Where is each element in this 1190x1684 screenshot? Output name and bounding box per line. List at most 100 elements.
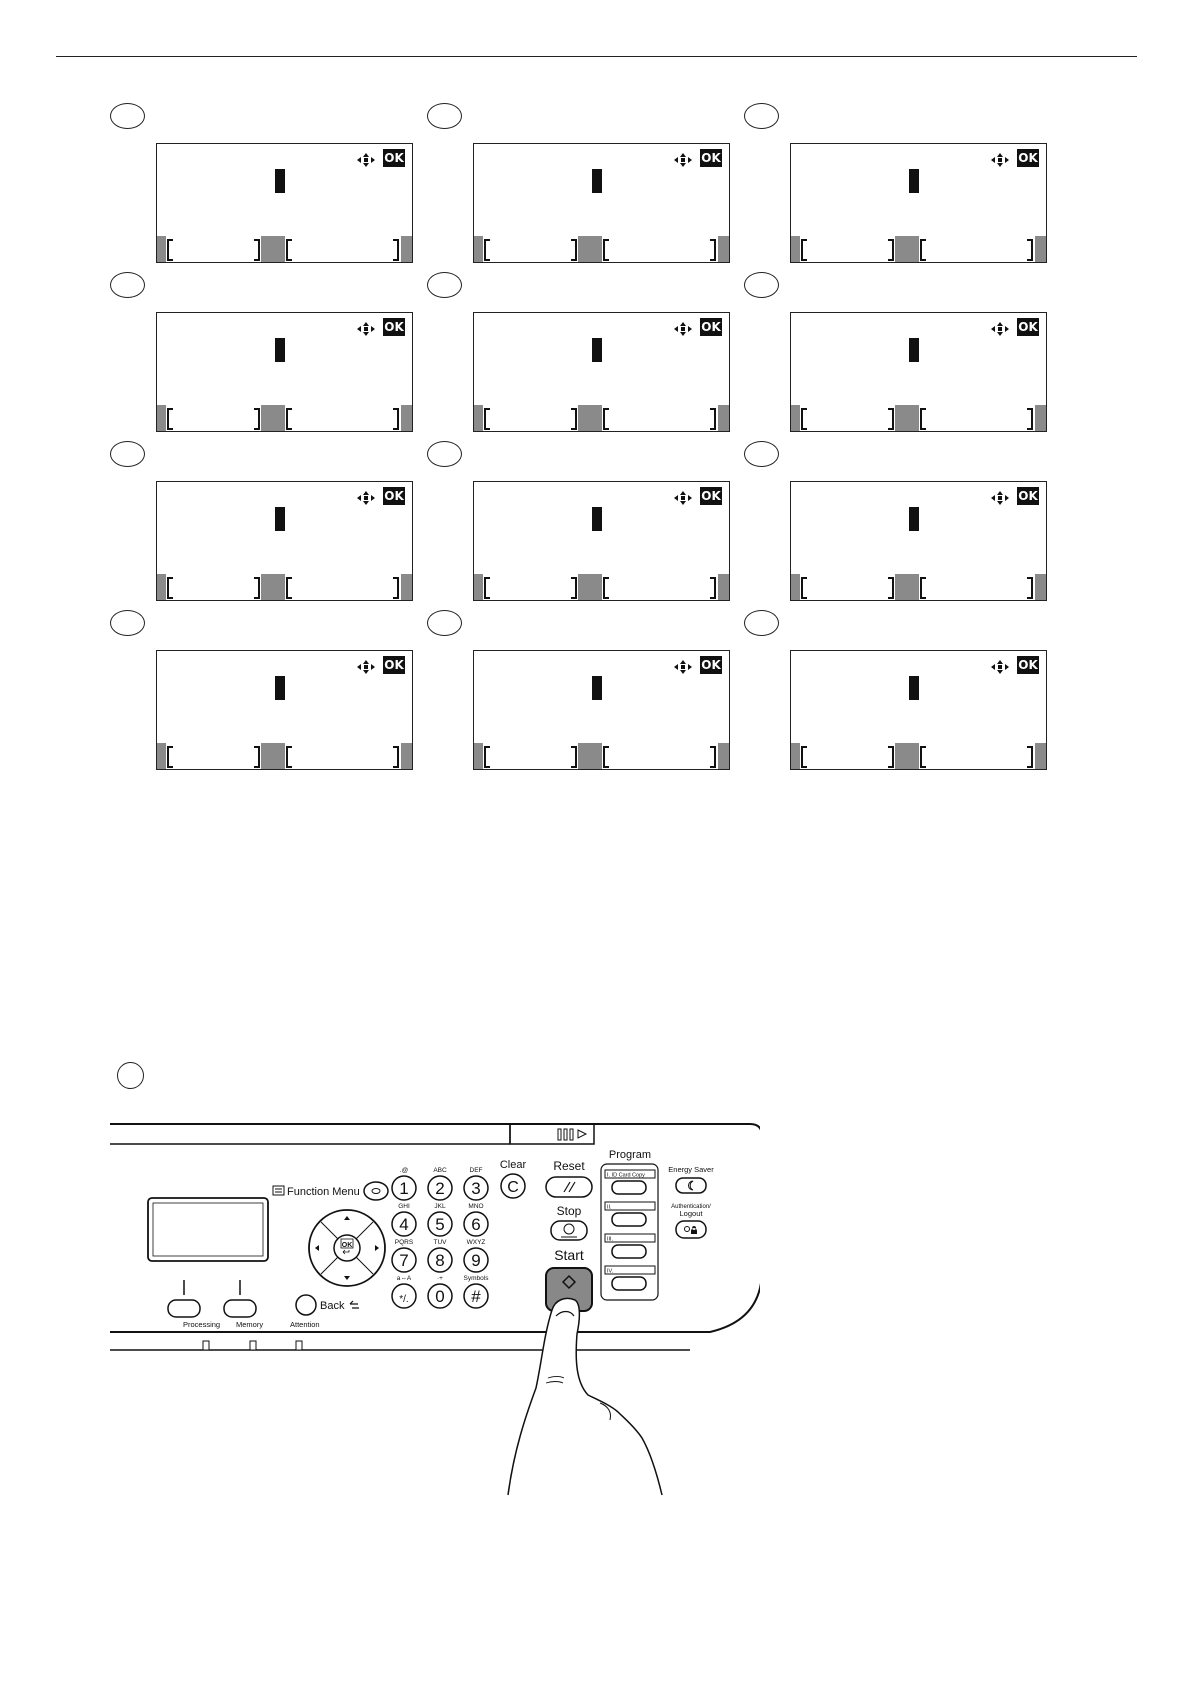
stop-button[interactable] <box>550 1220 588 1241</box>
step-number-circle <box>427 441 462 467</box>
key-digit-label: */. <box>399 1294 408 1305</box>
left-soft-key-bracket <box>888 408 894 430</box>
soft-key-edge <box>474 574 483 600</box>
ok-icon: OK <box>700 656 722 674</box>
key-letters-label: TUV <box>434 1239 448 1246</box>
energy-saver-button[interactable] <box>675 1177 707 1194</box>
ok-icon: OK <box>1017 656 1039 674</box>
ok-key-label: OK <box>342 1242 353 1249</box>
key-letters-label: JKL <box>434 1203 446 1210</box>
program-key-label-box <box>604 1233 656 1243</box>
keypad-key-9[interactable] <box>463 1247 489 1273</box>
keypad-key-5[interactable] <box>427 1211 453 1237</box>
key-letters-label: .@ <box>400 1167 409 1174</box>
keypad-key-1[interactable] <box>391 1175 417 1201</box>
program-key-3[interactable] <box>611 1244 647 1259</box>
soft-key-bar <box>474 741 729 769</box>
left-soft-key-bracket <box>801 577 807 599</box>
soft-key-divider <box>261 743 285 769</box>
left-arrow-icon <box>315 1245 319 1251</box>
key-digit-label: 0 <box>435 1287 444 1306</box>
tray-slider-icon <box>557 1128 588 1141</box>
soft-key-edge <box>791 743 800 769</box>
soft-key-edge <box>791 236 800 262</box>
lcd-display: OK <box>156 312 413 432</box>
right-soft-key-bracket <box>920 239 926 261</box>
right-soft-key-bracket <box>710 239 716 261</box>
reset-label: Reset <box>553 1159 585 1173</box>
program-key-1[interactable] <box>611 1180 647 1195</box>
authentication-logout-button[interactable] <box>675 1220 707 1239</box>
back-label: Back <box>320 1300 345 1312</box>
keypad-key-4[interactable] <box>391 1211 417 1237</box>
auth-label-1: Authentication/ <box>671 1204 711 1210</box>
soft-key-bar <box>791 234 1046 262</box>
soft-key-edge <box>157 236 166 262</box>
right-soft-key-bracket <box>393 746 399 768</box>
soft-key-bar <box>474 234 729 262</box>
keypad-key-2[interactable] <box>427 1175 453 1201</box>
function-menu-button[interactable] <box>363 1181 389 1201</box>
left-soft-key-bracket <box>888 577 894 599</box>
step-number-circle <box>744 441 779 467</box>
left-soft-key-bracket <box>484 577 490 599</box>
reset-button[interactable] <box>545 1176 593 1198</box>
ok-icon: OK <box>383 149 405 167</box>
step-number-circle <box>744 103 779 129</box>
program-key-4[interactable] <box>611 1276 647 1291</box>
step-number-circle <box>110 610 145 636</box>
soft-key-bar <box>474 403 729 431</box>
soft-key-divider <box>578 236 602 262</box>
lcd-screen-step: OK <box>427 103 730 288</box>
soft-key-edge <box>474 743 483 769</box>
keypad-key-10[interactable] <box>391 1283 417 1309</box>
keypad-key-3[interactable] <box>463 1175 489 1201</box>
step-number-circle <box>427 272 462 298</box>
soft-key-divider <box>578 405 602 431</box>
right-soft-key-bracket <box>286 746 292 768</box>
key-digit-label: 2 <box>435 1179 444 1198</box>
keypad-key-12[interactable] <box>463 1283 489 1309</box>
energy-saver-label: Energy Saver <box>668 1165 714 1174</box>
step-number-circle <box>744 272 779 298</box>
soft-key-divider <box>261 405 285 431</box>
left-soft-key-bracket <box>888 239 894 261</box>
function-menu-label: Function Menu <box>287 1186 360 1198</box>
left-select-button[interactable] <box>167 1299 201 1318</box>
left-soft-key-bracket <box>571 239 577 261</box>
right-select-button[interactable] <box>223 1299 257 1318</box>
lcd-display: OK <box>790 481 1047 601</box>
key-letters-label: WXYZ <box>467 1239 486 1246</box>
back-button[interactable] <box>295 1294 317 1316</box>
soft-key-edge <box>718 574 729 600</box>
moon-icon <box>688 1180 694 1191</box>
key-letters-label: DEF <box>470 1167 483 1174</box>
clear-button[interactable] <box>500 1173 526 1199</box>
left-soft-key-bracket <box>254 239 260 261</box>
text-cursor <box>592 169 602 193</box>
key-letters-label: ·+ <box>437 1275 443 1282</box>
keypad-key-7[interactable] <box>391 1247 417 1273</box>
left-soft-key-bracket <box>571 746 577 768</box>
right-soft-key-bracket <box>1027 577 1033 599</box>
soft-key-edge <box>718 743 729 769</box>
stop-label: Stop <box>557 1204 582 1218</box>
keypad-key-8[interactable] <box>427 1247 453 1273</box>
soft-key-edge <box>1035 236 1046 262</box>
left-soft-key-bracket <box>801 239 807 261</box>
processing-led <box>202 1340 210 1351</box>
numeric-keypad: .@1ABC2DEF3GHI4JKL5MNO6PQRS7TUV8WXYZ9a⇔A… <box>391 1167 489 1309</box>
program-key-2[interactable] <box>611 1212 647 1227</box>
keypad-key-11[interactable] <box>427 1283 453 1309</box>
left-soft-key-bracket <box>254 408 260 430</box>
right-soft-key-bracket <box>286 577 292 599</box>
lcd-screen-step: OK <box>744 610 1047 795</box>
arrow-keys-icon <box>357 153 375 167</box>
right-soft-key-bracket <box>393 239 399 261</box>
left-soft-key-bracket <box>167 577 173 599</box>
soft-key-divider <box>895 743 919 769</box>
right-arrow-icon <box>375 1245 379 1251</box>
keypad-key-6[interactable] <box>463 1211 489 1237</box>
lcd-screen-step: OK <box>744 272 1047 457</box>
